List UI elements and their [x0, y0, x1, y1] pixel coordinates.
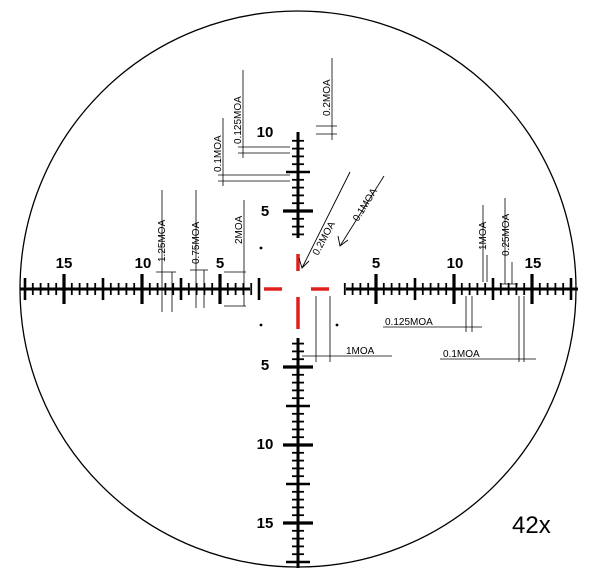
- h-number-10-right: 10: [447, 255, 464, 272]
- h-number-15-left: 15: [56, 255, 73, 272]
- dot-upper-left: [259, 246, 263, 250]
- label-1-25moa: 1.25MOA: [157, 219, 168, 262]
- dot-lower-right: [335, 323, 339, 327]
- label-0-1moa-diagonal: 0.1MOA: [351, 186, 380, 223]
- h-number-10-left: 10: [135, 255, 152, 272]
- label-0-75moa: 0.75MOA: [191, 221, 202, 264]
- diagonal-arrows: [298, 171, 385, 269]
- v-number-15-bottom: 15: [257, 515, 274, 532]
- v-number-5-top: 5: [261, 203, 269, 220]
- v-number-5-bottom: 5: [261, 357, 269, 374]
- magnification-label: 42x: [512, 512, 551, 539]
- label-1moa-right: 1MOA: [478, 221, 489, 250]
- v-number-10-bottom: 10: [257, 436, 274, 453]
- label-0-25moa-right: 0.25MOA: [501, 213, 512, 256]
- label-2moa: 2MOA: [234, 215, 245, 244]
- vertical-ticks: [283, 139, 313, 564]
- label-0-2moa-top: 0.2MOA: [322, 79, 333, 116]
- label-0-125moa-right: 0.125MOA: [385, 317, 433, 328]
- diag-arrow-0-1-shaft: [339, 175, 385, 247]
- diag-arrow-0-2-head: [298, 257, 310, 269]
- label-0-1moa-right: 0.1MOA: [443, 349, 480, 360]
- label-1moa-center: 1MOA: [346, 346, 375, 357]
- label-0-2moa-diagonal: 0.2MOA: [311, 220, 338, 258]
- center-aim-mark: [264, 254, 329, 329]
- h-number-5-right: 5: [372, 255, 380, 272]
- h-number-5-left: 5: [216, 255, 224, 272]
- center-dots: [259, 246, 339, 327]
- horizontal-ticks: [23, 274, 573, 304]
- diag-arrow-0-1-head: [337, 235, 349, 247]
- label-0-125moa-top: 0.125MOA: [233, 96, 244, 144]
- dimension-lines: [156, 58, 536, 362]
- h-number-15-right: 15: [525, 255, 542, 272]
- dot-lower-left: [259, 323, 263, 327]
- label-0-1moa-top: 0.1MOA: [213, 135, 224, 172]
- diag-arrow-0-2-shaft: [301, 171, 351, 269]
- v-number-10-top: 10: [257, 124, 274, 141]
